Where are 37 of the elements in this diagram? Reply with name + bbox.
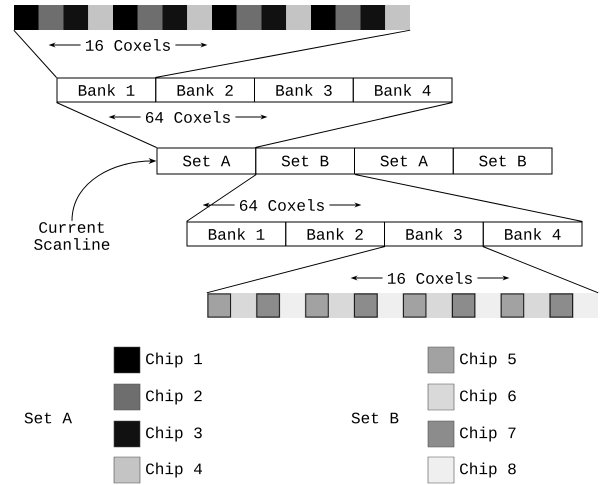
set-cell: Set A <box>354 148 454 174</box>
legend-text: Chip 1 <box>146 352 202 368</box>
expansion-line <box>13 30 57 78</box>
expansion-line <box>186 174 257 222</box>
bank-cell: Bank 4 <box>482 222 582 246</box>
dimension-label: 64 Coxels <box>146 111 230 123</box>
dimension-label: 64 Coxels <box>240 199 324 211</box>
dimension-label: 16 Coxels <box>388 272 472 284</box>
bank-cell: Bank 1 <box>56 78 156 102</box>
expansion-line <box>254 102 453 148</box>
coxel-strip <box>14 5 410 30</box>
dimension-label: 16 Coxels <box>86 39 170 51</box>
coxel-strip <box>207 293 598 318</box>
legend-text: Chip 5 <box>460 352 516 368</box>
bank-cell: Bank 1 <box>186 222 286 246</box>
legend-text: Chip 3 <box>146 426 202 442</box>
expansion-line <box>482 246 599 294</box>
expansion-line <box>56 102 157 148</box>
caption-text: Current Scanline <box>34 222 110 250</box>
legend-group-label: Set B <box>352 412 398 424</box>
expansion-line <box>154 30 411 78</box>
legend-text: Chip 7 <box>460 426 516 442</box>
set-cell: Set B <box>452 148 552 174</box>
bank-cell: Bank 2 <box>155 78 255 102</box>
legend-text: Chip 2 <box>146 390 202 404</box>
set-cell: Set B <box>255 148 355 174</box>
set-cell: Set A <box>156 148 256 174</box>
bank-cell: Bank 4 <box>352 78 452 102</box>
expansion-line <box>354 174 583 222</box>
legend-text: Chip 6 <box>460 390 516 404</box>
expansion-line <box>206 246 386 294</box>
legend-text: Chip 8 <box>460 462 516 478</box>
legend-group-label: Set A <box>24 412 72 424</box>
legend-text: Chip 4 <box>146 462 202 478</box>
bank-cell: Bank 3 <box>384 222 484 246</box>
bank-cell: Bank 3 <box>254 78 354 102</box>
bank-cell: Bank 2 <box>285 222 385 246</box>
